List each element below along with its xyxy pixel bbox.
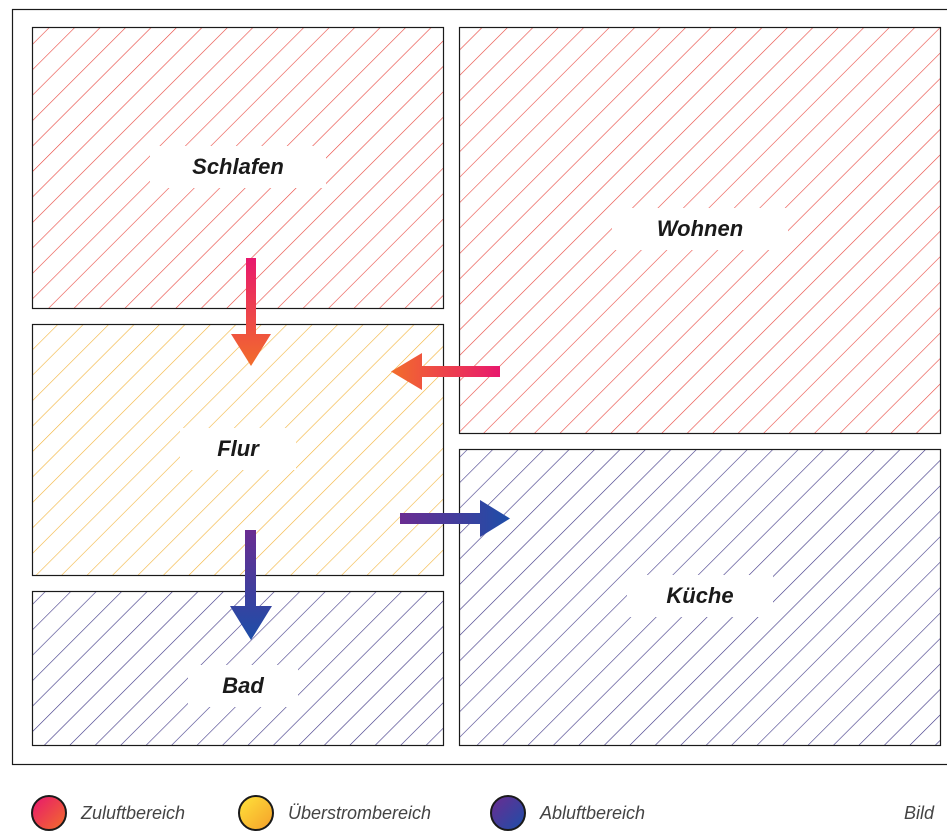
room-bad-label-bg <box>188 665 298 707</box>
overflow-swatch-icon <box>238 795 274 831</box>
room-flur: Flur <box>31 323 445 577</box>
legend-label-supply: Zuluftbereich <box>81 802 186 823</box>
legend-label-overflow: Überstrombereich <box>288 802 432 823</box>
arrow-down-icon <box>231 258 271 366</box>
legend-item-exhaust: Abluftbereich <box>490 794 645 832</box>
room-bad-label: Bad <box>222 673 264 698</box>
room-schlafen-label-bg <box>150 146 326 188</box>
supply-swatch-icon <box>31 795 67 831</box>
room-wohnen-label-bg <box>612 208 788 250</box>
legend: Zuluftbereich Überstrombereich Abluftber… <box>0 784 947 832</box>
legend-item-overflow: Überstrombereich <box>238 794 431 832</box>
floor-plan-diagram: Schlafen Wohnen Flur Küche Bad <box>11 8 947 766</box>
exhaust-swatch-icon <box>490 795 526 831</box>
arrow-right-icon <box>400 500 510 537</box>
room-flur-label-bg <box>180 428 296 470</box>
room-kueche-label: Küche <box>666 583 733 608</box>
room-schlafen-label: Schlafen <box>192 154 284 179</box>
room-wohnen: Wohnen <box>458 26 942 435</box>
room-flur-label: Flur <box>217 436 260 461</box>
room-kueche-label-bg <box>627 575 773 617</box>
legend-label-exhaust: Abluftbereich <box>540 802 646 823</box>
room-kueche: Küche <box>458 448 942 747</box>
arrow-left-icon <box>391 353 500 390</box>
arrow-down-icon <box>230 530 272 640</box>
room-wohnen-label: Wohnen <box>657 216 743 241</box>
image-credit: Bild <box>904 803 935 823</box>
room-schlafen: Schlafen <box>31 26 445 310</box>
legend-item-supply: Zuluftbereich <box>31 794 185 832</box>
